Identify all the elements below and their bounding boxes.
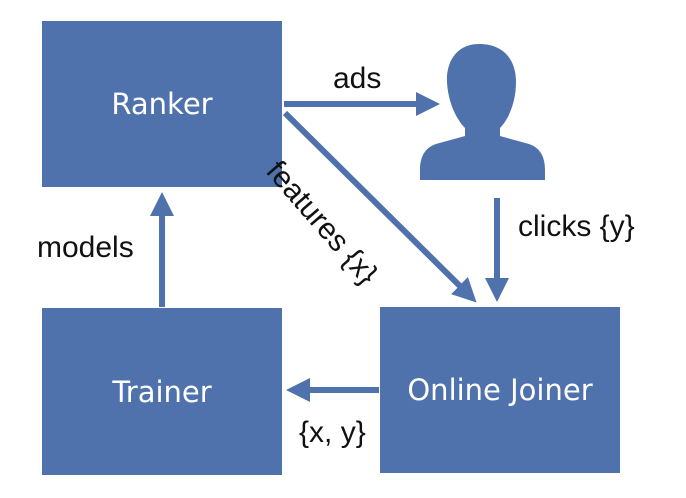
ranker-box: Ranker (42, 21, 282, 187)
trainer-box: Trainer (42, 308, 282, 475)
features-arrow (282, 110, 477, 303)
online-joiner-box: Online Joiner (380, 307, 620, 473)
xy-edge-label: {x, y} (299, 416, 366, 449)
clicks-edge-label: clicks {y} (518, 210, 635, 243)
online-joiner-label: Online Joiner (407, 373, 593, 407)
trainer-label: Trainer (112, 374, 212, 409)
ads-edge-label: ads (333, 62, 382, 95)
models-edge-label: models (37, 231, 134, 264)
person-silhouette-icon (420, 44, 545, 180)
ranker-label: Ranker (111, 87, 213, 121)
